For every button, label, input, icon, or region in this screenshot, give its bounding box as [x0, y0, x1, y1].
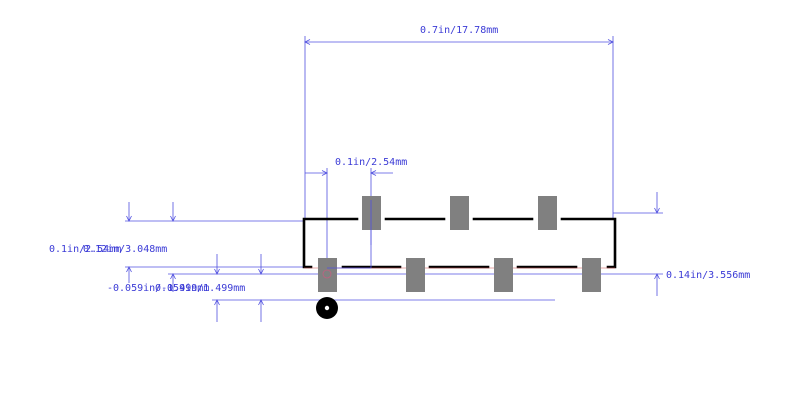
- pad: [494, 258, 513, 292]
- offset-positive-label: 0.059in/1.499mm: [155, 283, 245, 294]
- pitch-dimension: 0.1in/2.54mm: [305, 157, 407, 268]
- pad: [406, 258, 425, 292]
- pad-1: [318, 258, 337, 292]
- bottom-pad-row: [318, 258, 601, 292]
- overall-width-label: 0.7in/17.78mm: [420, 25, 498, 36]
- overall-width-dimension: 0.7in/17.78mm: [304, 25, 614, 220]
- row-spacing-label: 0.1in/2.54mm: [49, 244, 121, 255]
- body-height-dimension: 0.14in/3.556mm: [460, 192, 750, 296]
- pad: [582, 258, 601, 292]
- offset-negative-label: -0.059in/-1.499mm: [107, 283, 209, 294]
- body-height-label: 0.14in/3.556mm: [666, 270, 750, 281]
- left-vertical-dimensions: 0.1in/2.54mm 0.12in/3.048mm: [49, 202, 460, 292]
- pad: [538, 196, 557, 230]
- offset-dimensions: -0.059in/-1.499mm 0.059in/1.499mm: [107, 254, 555, 322]
- top-pad-row: [362, 196, 557, 230]
- pad: [362, 196, 381, 230]
- pad: [450, 196, 469, 230]
- pad-span-label: 0.12in/3.048mm: [83, 244, 167, 255]
- pad-guides: [322, 200, 372, 279]
- pitch-label: 0.1in/2.54mm: [335, 157, 407, 168]
- pin1-marker: [316, 297, 338, 319]
